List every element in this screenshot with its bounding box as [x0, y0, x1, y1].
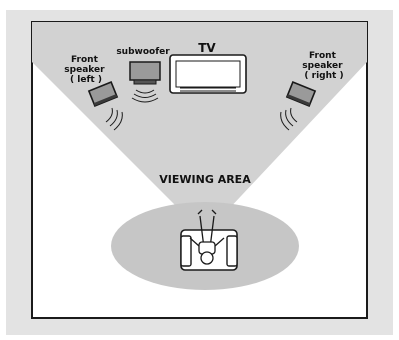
front-left-label: Front speaker ( left )	[64, 55, 107, 85]
viewing-area-label: VIEWING AREA	[159, 173, 251, 186]
speaker-icon	[285, 81, 317, 107]
sound-wave-icon	[131, 89, 159, 103]
subwoofer-label: subwoofer	[116, 47, 170, 57]
subwoofer-icon	[129, 61, 161, 85]
front-right-label: Front speaker ( right )	[302, 51, 345, 81]
sound-wave-icon	[280, 107, 298, 131]
sound-wave-icon	[105, 107, 123, 131]
tv-icon	[169, 54, 247, 94]
speaker-icon	[87, 81, 119, 107]
viewing-cone	[32, 22, 367, 212]
tv-label: TV	[198, 41, 216, 55]
person-icon	[189, 209, 225, 265]
